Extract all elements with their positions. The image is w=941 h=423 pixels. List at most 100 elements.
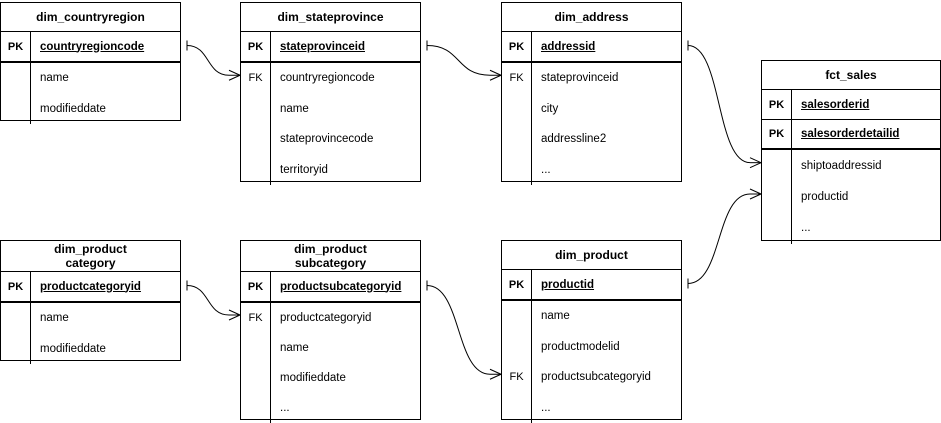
attribute-row[interactable]: ... bbox=[280, 402, 290, 414]
attribute-name-column: name modifieddate bbox=[31, 303, 180, 364]
entity-title-line: dim_product bbox=[54, 242, 127, 256]
attribute-row[interactable]: modifieddate bbox=[40, 342, 106, 355]
pk-column-name: addressid bbox=[532, 32, 681, 61]
attribute-row[interactable]: name bbox=[280, 102, 309, 115]
attribute-row[interactable]: modifieddate bbox=[280, 372, 346, 384]
attribute-row[interactable]: shiptoaddressid bbox=[801, 159, 882, 172]
pk-column-name: countryregioncode bbox=[31, 32, 180, 61]
attribute-section: shiptoaddressid productid... bbox=[762, 150, 940, 244]
relationship-rel-product-fctsales bbox=[687, 188, 762, 289]
attribute-row[interactable]: productcategoryid bbox=[280, 312, 372, 324]
column-label: stateprovinceid bbox=[280, 40, 365, 53]
attribute-row[interactable]: name bbox=[40, 312, 69, 325]
relationship-rel-address-fctsales bbox=[687, 40, 762, 169]
column-label: productsubcategoryid bbox=[280, 280, 402, 293]
attribute-row[interactable]: productmodelid bbox=[541, 340, 620, 353]
attribute-section: name modifieddate bbox=[1, 63, 180, 124]
attribute-row[interactable]: productid bbox=[801, 191, 849, 203]
pk-badge: PK bbox=[241, 32, 271, 61]
pk-column-name: salesorderid bbox=[792, 90, 940, 119]
entity-title-line: subcategory bbox=[294, 256, 367, 270]
relationship-line bbox=[687, 45, 751, 164]
pk-badge: PK bbox=[502, 270, 532, 299]
attribute-row[interactable]: countryregioncode bbox=[280, 72, 375, 85]
attribute-row[interactable]: ... bbox=[541, 401, 551, 414]
pk-badge: PK bbox=[241, 272, 271, 301]
column-label: productcategoryid bbox=[40, 280, 141, 293]
attribute-row[interactable]: name bbox=[541, 310, 570, 323]
attribute-row[interactable]: ... bbox=[541, 163, 551, 176]
attribute-row[interactable]: ... bbox=[801, 222, 811, 235]
relationship-line bbox=[426, 45, 491, 76]
relationship-rel-productcategory-subcategory bbox=[186, 280, 241, 321]
entity-title-line: dim_product bbox=[555, 248, 628, 262]
attribute-row[interactable]: stateprovincecode bbox=[280, 133, 374, 146]
attribute-row[interactable]: name bbox=[40, 72, 69, 85]
pk-column-name: salesorderdetailid bbox=[792, 120, 940, 148]
attribute-row[interactable]: productsubcategoryid bbox=[541, 371, 651, 384]
primary-key-section: PK stateprovinceid bbox=[241, 32, 420, 63]
fk-badge: FK bbox=[248, 312, 263, 324]
entity-title: dim_address bbox=[502, 3, 681, 32]
pk-column-name: productcategoryid bbox=[31, 272, 180, 301]
attribute-key-column bbox=[762, 150, 792, 244]
attribute-section: name modifieddate bbox=[1, 303, 180, 364]
attribute-key-column: FK bbox=[502, 301, 532, 423]
entity-title-line: dim_address bbox=[554, 10, 629, 24]
entity-title-line: category bbox=[65, 256, 116, 270]
attribute-row[interactable]: name bbox=[280, 342, 309, 354]
attribute-row[interactable]: addressline2 bbox=[541, 133, 607, 146]
entity-title-line: dim_stateprovince bbox=[277, 10, 384, 24]
entity-title: dim_countryregion bbox=[1, 3, 180, 32]
fk-badge: FK bbox=[509, 72, 524, 85]
column-label: salesorderid bbox=[801, 98, 870, 111]
attribute-section: FK countryregioncode name stateprovincecode… bbox=[241, 63, 420, 185]
attribute-row[interactable]: territoryid bbox=[280, 163, 328, 176]
attribute-key-column: FK bbox=[502, 63, 532, 185]
attribute-row[interactable]: stateprovinceid bbox=[541, 72, 619, 85]
column-label: salesorderdetailid bbox=[801, 128, 900, 140]
pk-column-name: productid bbox=[532, 270, 681, 299]
attribute-section: FK productcategoryid name modifieddate... bbox=[241, 303, 420, 423]
pk-column-name: productsubcategoryid bbox=[271, 272, 420, 301]
fk-badge: FK bbox=[509, 371, 524, 384]
attribute-name-column: productcategoryid name modifieddate... bbox=[271, 303, 420, 423]
pk-row[interactable]: PK stateprovinceid bbox=[241, 32, 420, 61]
attribute-name-column: name modifieddate bbox=[31, 63, 180, 124]
attribute-row[interactable]: city bbox=[541, 102, 559, 115]
entity-title-line: dim_countryregion bbox=[36, 10, 145, 24]
pk-row[interactable]: PK productsubcategoryid bbox=[241, 272, 420, 301]
attribute-key-column bbox=[1, 303, 31, 364]
attribute-key-column bbox=[1, 63, 31, 124]
attribute-name-column: name productmodelid productsubcategoryid..… bbox=[532, 301, 681, 423]
relationship-line bbox=[426, 285, 491, 375]
relationship-rel-countryregion-stateprovince bbox=[186, 40, 241, 81]
relationship-rel-stateprovince-address bbox=[426, 40, 502, 81]
attribute-row[interactable]: modifieddate bbox=[40, 102, 106, 115]
column-label: countryregioncode bbox=[40, 40, 145, 53]
attribute-name-column: shiptoaddressid productid... bbox=[792, 150, 940, 244]
attribute-section: FK stateprovinceid city addressline2... bbox=[502, 63, 681, 185]
relationship-rel-subcategory-product bbox=[426, 280, 502, 380]
pk-column-name: stateprovinceid bbox=[271, 32, 420, 61]
entity-title: dim_product bbox=[502, 241, 681, 270]
fk-badge: FK bbox=[248, 72, 263, 85]
attribute-name-column: countryregioncode name stateprovincecode te… bbox=[271, 63, 420, 185]
entity-title-line: fct_sales bbox=[825, 68, 877, 82]
